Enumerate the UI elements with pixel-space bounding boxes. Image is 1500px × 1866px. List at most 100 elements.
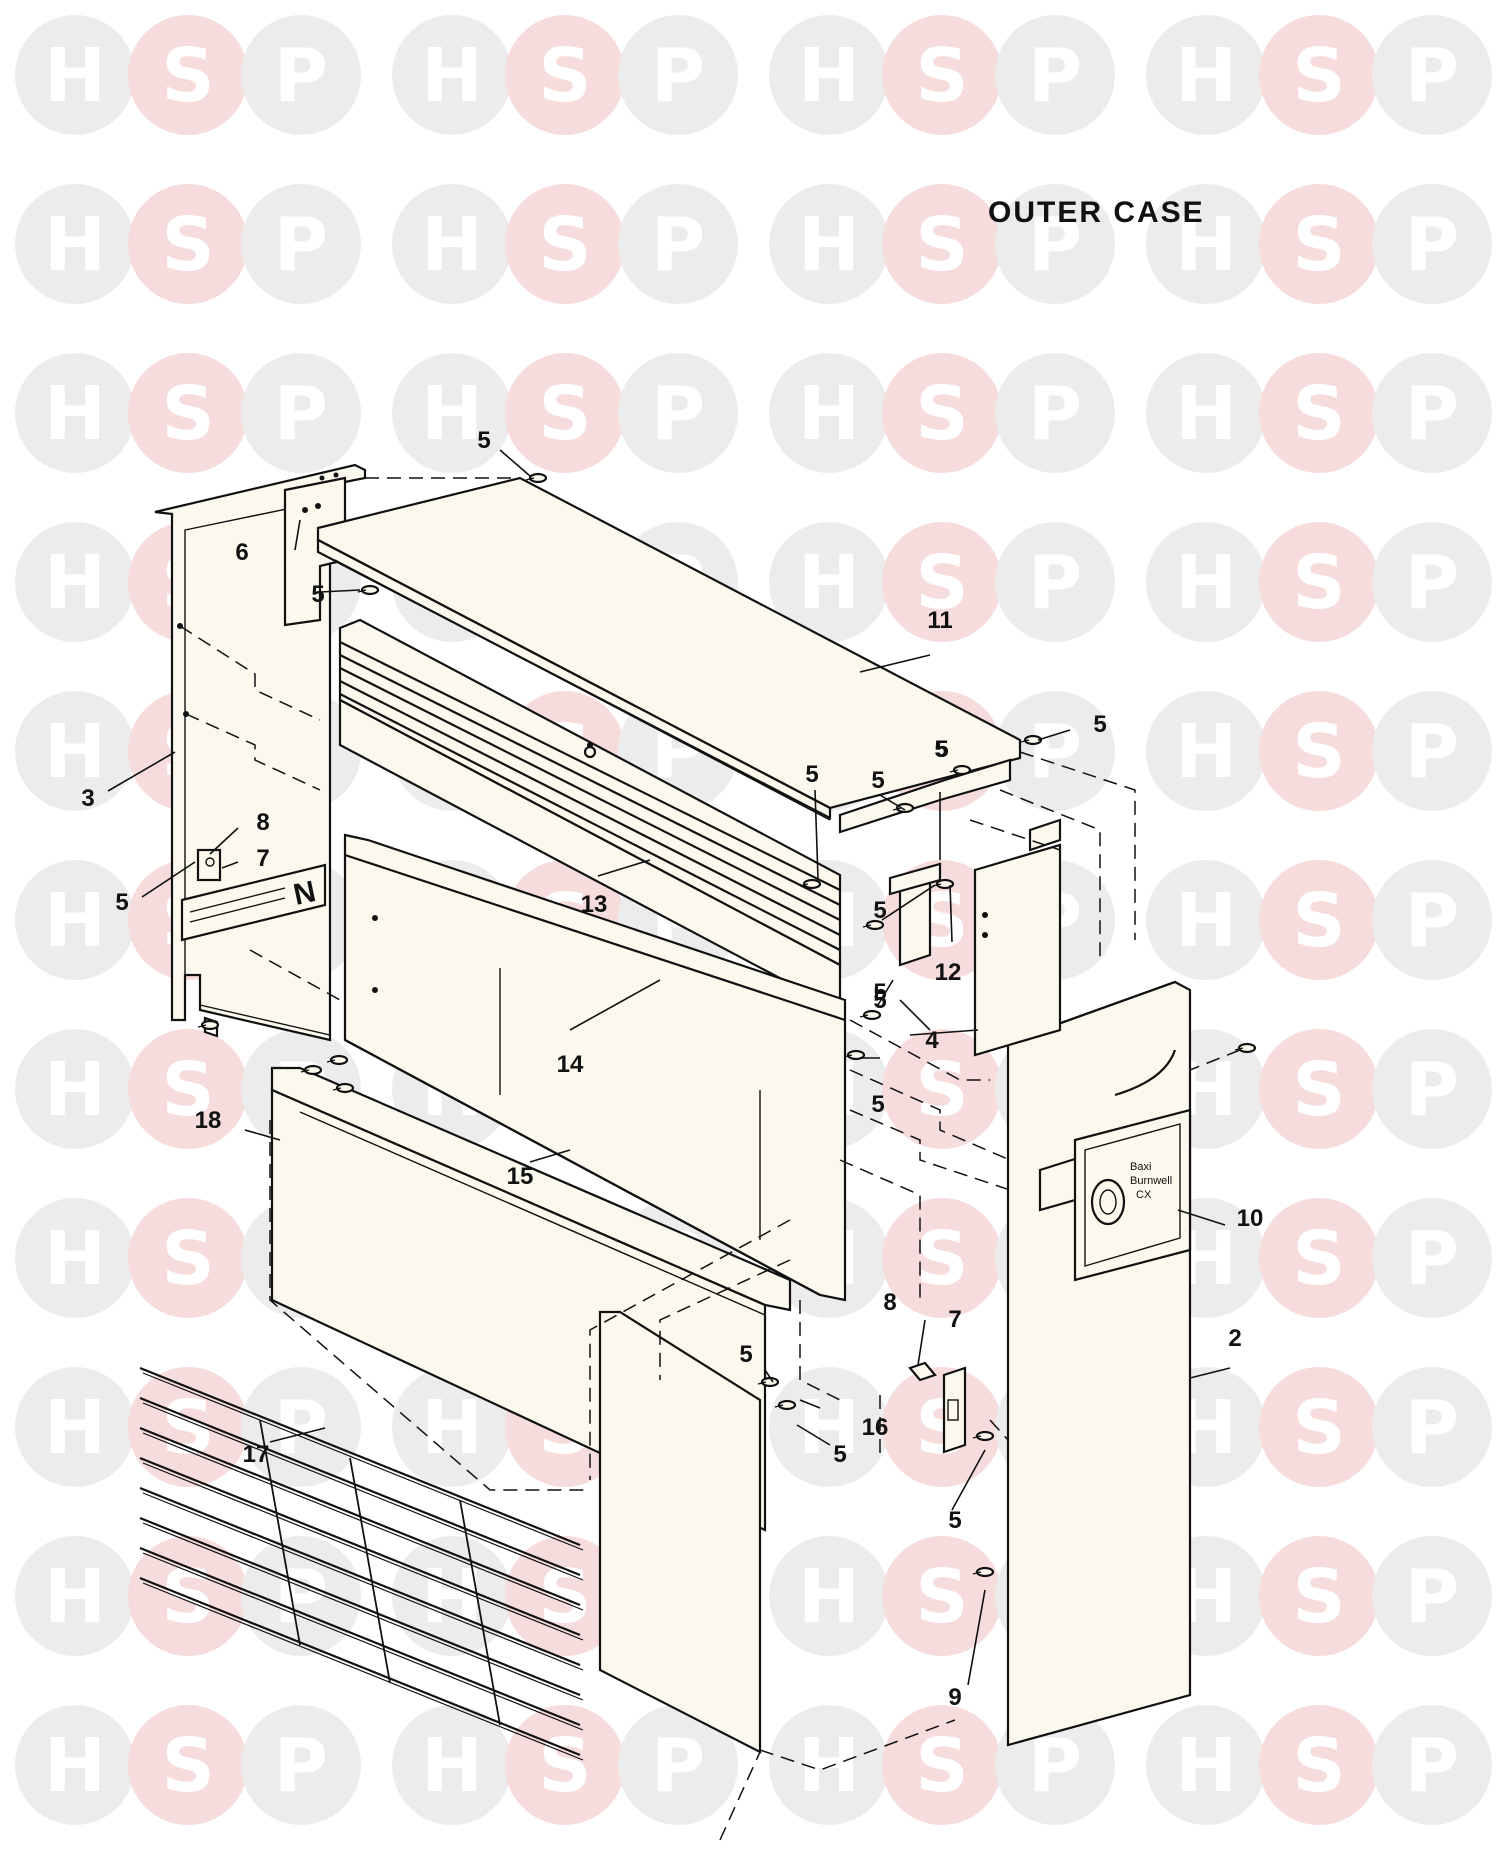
watermark-circle xyxy=(128,1367,248,1487)
leader-line xyxy=(764,1369,774,1383)
watermark-letter: P xyxy=(1405,1554,1459,1640)
leader-line xyxy=(529,1149,571,1163)
watermark-letter: S xyxy=(161,371,214,457)
watermark-circle xyxy=(241,15,361,135)
watermark-letter: H xyxy=(1175,202,1237,288)
leader-line xyxy=(881,884,936,921)
watermark-letter: S xyxy=(1292,202,1345,288)
leader-line xyxy=(796,1424,831,1446)
watermark-circle xyxy=(1372,1705,1492,1825)
assembly-dash-line xyxy=(249,949,341,1001)
screw-thread xyxy=(859,1014,869,1018)
watermark-circle xyxy=(882,184,1002,304)
watermark-letter: P xyxy=(274,202,328,288)
watermark-circle xyxy=(241,353,361,473)
screw xyxy=(528,472,548,484)
watermark-circle xyxy=(882,1367,1002,1487)
screw-thread xyxy=(949,769,959,773)
assembly-dash-line xyxy=(849,1109,1011,1191)
watermark-circle xyxy=(15,1705,135,1825)
watermark-circle xyxy=(1372,522,1492,642)
callout-8b: 8 xyxy=(883,1289,896,1316)
svg-text:Burnwell: Burnwell xyxy=(1130,1175,1172,1187)
watermark-letter: H xyxy=(44,371,106,457)
watermark-circle xyxy=(128,1029,248,1149)
watermark-letter: H xyxy=(1175,878,1237,964)
watermark-letter: P xyxy=(1028,371,1082,457)
callout-5d: 5 xyxy=(935,736,948,763)
watermark-letter: S xyxy=(1292,878,1345,964)
leader-line xyxy=(1177,1209,1226,1226)
callout-13: 13 xyxy=(581,891,608,918)
watermark-letter: S xyxy=(915,1047,968,1133)
watermark-letter: S xyxy=(161,202,214,288)
watermark-letter: P xyxy=(274,33,328,119)
callout-5c: 5 xyxy=(1093,711,1106,738)
watermark-circle xyxy=(618,353,738,473)
watermark-letter: S xyxy=(538,33,591,119)
watermark-circle xyxy=(505,15,625,135)
screw xyxy=(862,1009,882,1021)
callout-5l: 5 xyxy=(871,1091,884,1118)
leader-line xyxy=(949,884,953,943)
leader-line xyxy=(294,519,301,551)
callout-5a: 5 xyxy=(477,427,490,454)
watermark-letter: H xyxy=(1175,1723,1237,1809)
watermark-circle xyxy=(1259,1198,1379,1318)
watermark-letter: S xyxy=(1292,1723,1345,1809)
watermark-circle xyxy=(882,1198,1002,1318)
screw xyxy=(303,1064,323,1076)
screw-thread xyxy=(757,1381,767,1385)
watermark-circle xyxy=(1146,1705,1266,1825)
watermark-circle xyxy=(769,1367,889,1487)
watermark-circle xyxy=(505,1536,625,1656)
screw xyxy=(975,1430,995,1442)
watermark-letter: S xyxy=(538,1554,591,1640)
watermark-circle xyxy=(1259,522,1379,642)
watermark-circle xyxy=(505,353,625,473)
grille-rib xyxy=(349,1457,391,1684)
watermark-letter: P xyxy=(1028,540,1082,626)
screw-thread xyxy=(1234,1047,1244,1051)
watermark-letter: H xyxy=(44,1723,106,1809)
watermark-circle xyxy=(505,1705,625,1825)
watermark-letter: P xyxy=(1405,1723,1459,1809)
screw-thread xyxy=(326,1059,336,1063)
leader-line xyxy=(319,589,361,593)
screw-thread xyxy=(862,924,872,928)
watermark-circle xyxy=(882,1705,1002,1825)
watermark-letter: S xyxy=(915,1554,968,1640)
svg-text:CX: CX xyxy=(1136,1189,1152,1201)
grille-rib xyxy=(459,1499,501,1726)
watermark-circle xyxy=(1259,1029,1379,1149)
watermark-circle xyxy=(1372,184,1492,304)
watermark-letter: S xyxy=(1292,371,1345,457)
screw-thread xyxy=(774,1404,784,1408)
leader-line xyxy=(917,1319,926,1366)
leader-line xyxy=(879,794,906,811)
watermark-letter: S xyxy=(915,202,968,288)
watermark-circle xyxy=(128,1198,248,1318)
watermark-circle xyxy=(15,1029,135,1149)
watermark-letter: S xyxy=(915,540,968,626)
callout-2: 2 xyxy=(1228,1325,1241,1352)
watermark-letter: P xyxy=(274,1554,328,1640)
watermark-circle xyxy=(882,1536,1002,1656)
watermark-circle xyxy=(1259,15,1379,135)
callout-5k: 5 xyxy=(873,987,886,1014)
watermark-circle xyxy=(128,184,248,304)
screw xyxy=(895,802,915,814)
watermark-circle xyxy=(392,15,512,135)
watermark-circle xyxy=(618,184,738,304)
watermark-circle xyxy=(241,184,361,304)
screw-thread xyxy=(525,477,535,481)
watermark-letter: P xyxy=(1028,709,1082,795)
diagram-title: OUTER CASE xyxy=(988,196,1205,229)
right-side-panel: Baxi Burnwell CX xyxy=(1006,980,1192,1747)
leader-line xyxy=(877,979,894,1006)
assembly-dash-line xyxy=(999,789,1101,960)
watermark-letter: H xyxy=(44,709,106,795)
watermark-letter: P xyxy=(274,1385,328,1471)
grille-bar xyxy=(139,1576,581,1757)
callout-18: 18 xyxy=(195,1107,222,1134)
